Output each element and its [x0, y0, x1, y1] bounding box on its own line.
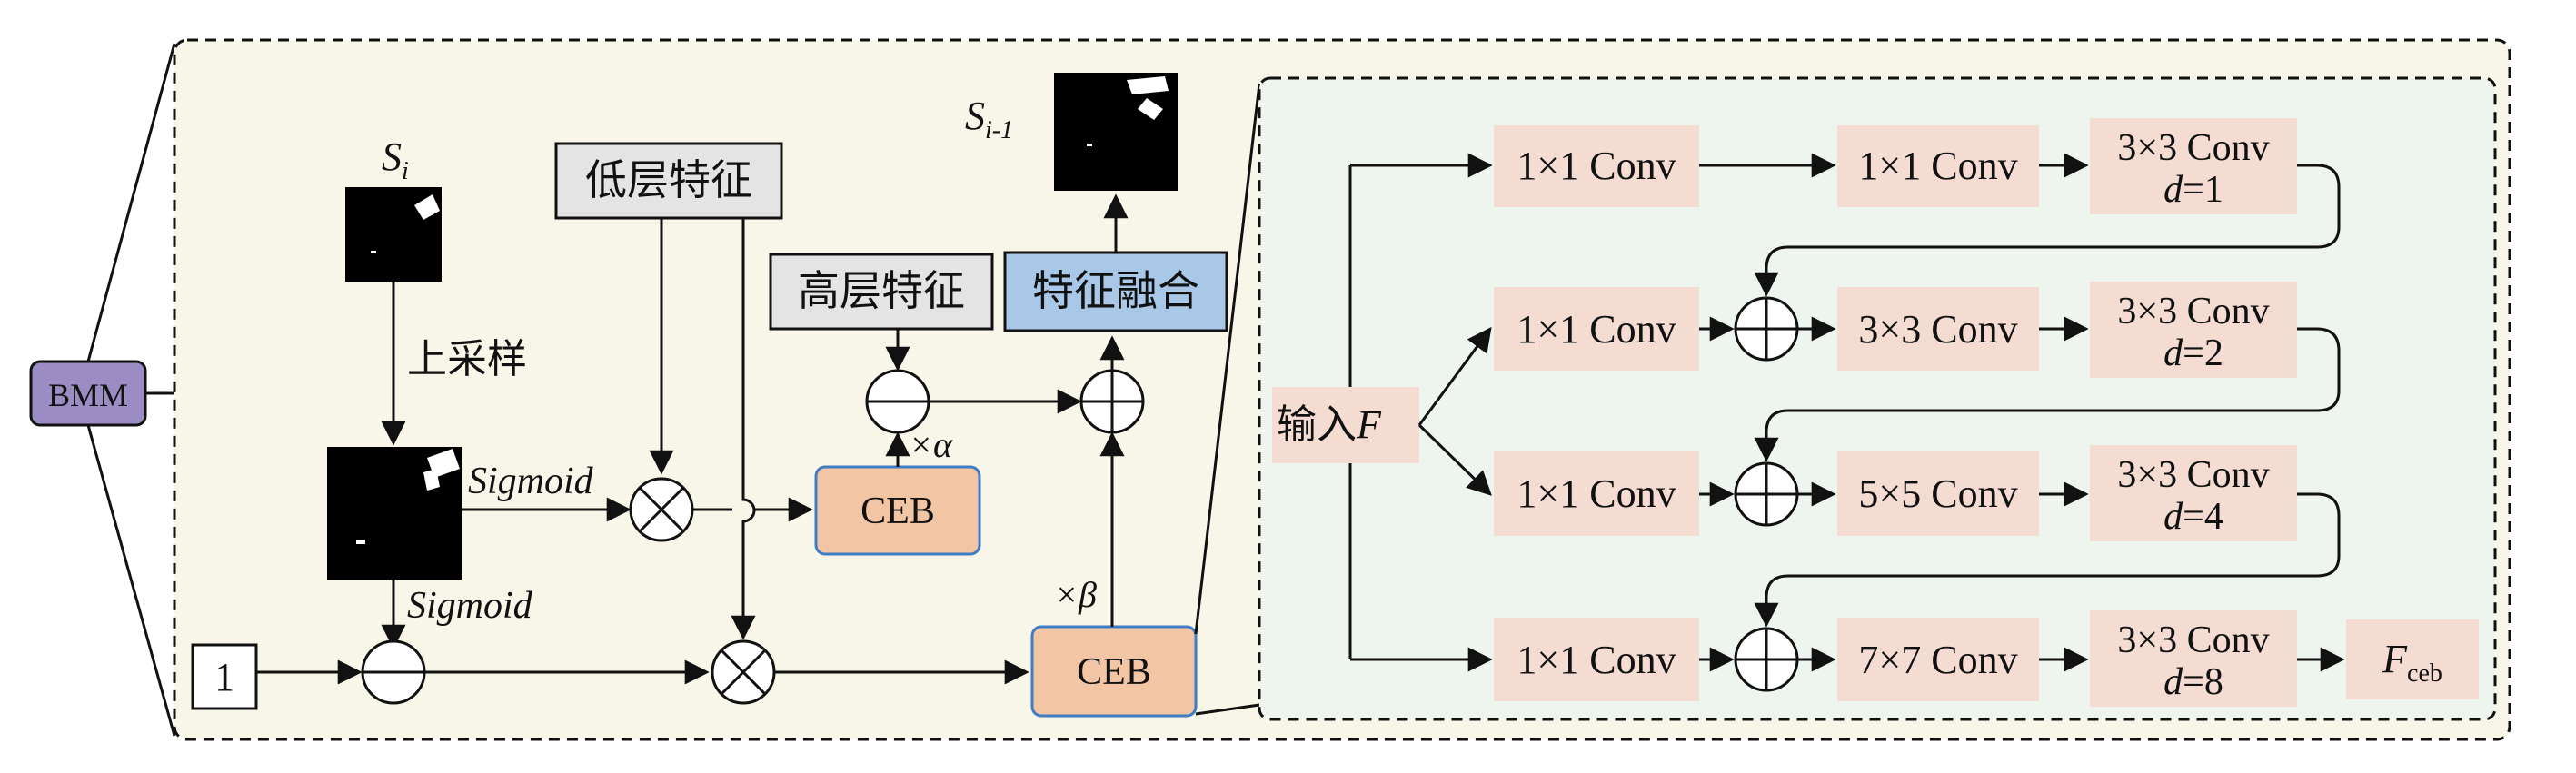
ceb-zoom-line-top — [1194, 83, 1261, 635]
dilated-conv-line1-row3: 3×3 Conv — [2117, 454, 2269, 496]
one-box — [191, 643, 258, 710]
s-im1-thumbnail — [1054, 73, 1178, 191]
bmm-zoom-line-top — [86, 43, 176, 362]
fusion-label: 特征融合 — [1032, 268, 1199, 314]
high-feature-label: 高层特征 — [798, 268, 965, 314]
feedback-row1 — [1754, 164, 2341, 297]
conv-box-col2-row2 — [1837, 287, 2039, 371]
s-i-label: Si — [382, 134, 409, 185]
dilated-conv-box-row2 — [2090, 282, 2297, 378]
upsample-label: 上采样 — [407, 337, 527, 382]
bmm-zoom-line-bottom — [86, 424, 176, 737]
sigmoid-label-top: Sigmoid — [468, 461, 594, 502]
high-feature-box — [769, 253, 994, 331]
conv-box-col1-row1 — [1494, 125, 1699, 207]
dilated-conv-line1-row1: 3×3 Conv — [2117, 127, 2269, 169]
dilated-conv-box-row4 — [2090, 610, 2297, 707]
dilated-conv-line2-row3: d=4 — [2163, 496, 2223, 538]
conv-label-col2-row2: 3×3 Conv — [1858, 307, 2017, 352]
conv-box-col1-row2 — [1494, 287, 1699, 371]
conv-label-col2-row1: 1×1 Conv — [1858, 144, 2017, 188]
conv-label-col2-row3: 5×5 Conv — [1858, 471, 2017, 516]
ceb-detail-panel — [1258, 76, 2497, 721]
conv-box-col2-row3 — [1837, 451, 2039, 536]
dilated-conv-box-row1 — [2090, 118, 2297, 214]
output-label: Fceb — [2382, 637, 2442, 688]
alpha-label: ×α — [909, 424, 953, 465]
conv-box-col2-row1 — [1837, 125, 2039, 207]
fusion-box — [1003, 251, 1228, 332]
dilated-conv-line2-row4: d=8 — [2163, 661, 2223, 703]
beta-label: ×β — [1054, 574, 1097, 615]
feedback-row2 — [1754, 327, 2341, 462]
conv-label-col1-row2: 1×1 Conv — [1517, 307, 1676, 352]
input-box — [1272, 387, 1419, 463]
low-feature-box — [554, 142, 783, 220]
dilated-conv-line2-row1: d=1 — [2163, 169, 2223, 211]
bmm-label: BMM — [48, 377, 128, 413]
ceb-label-bottom: CEB — [1077, 651, 1151, 693]
ceb-box-bottom — [1030, 625, 1198, 718]
low-feature-label: 低层特征 — [585, 157, 752, 203]
ceb-zoom-line-bottom — [1195, 703, 1260, 716]
dilated-conv-box-row3 — [2090, 445, 2297, 541]
conv-label-col1-row4: 1×1 Conv — [1517, 638, 1676, 682]
input-label: 输入F — [1277, 402, 1382, 447]
output-box — [2346, 619, 2479, 699]
dilated-conv-line1-row4: 3×3 Conv — [2117, 619, 2269, 661]
dilated-conv-line1-row2: 3×3 Conv — [2117, 291, 2269, 332]
conv-box-col1-row3 — [1494, 451, 1699, 536]
conv-label-col1-row1: 1×1 Conv — [1517, 144, 1676, 188]
sigmoid-label-bottom: Sigmoid — [407, 585, 533, 627]
conv-label-col2-row4: 7×7 Conv — [1858, 638, 2017, 682]
one-label: 1 — [214, 655, 234, 699]
feedback-row3 — [1754, 492, 2341, 628]
conv-box-col2-row4 — [1837, 618, 2039, 701]
ceb-label-top: CEB — [860, 491, 935, 532]
dilated-conv-line2-row2: d=2 — [2163, 332, 2223, 374]
s-im1-label: Si-1 — [965, 94, 1013, 144]
conv-label-col1-row3: 1×1 Conv — [1517, 471, 1676, 516]
conv-box-col1-row4 — [1494, 618, 1699, 701]
